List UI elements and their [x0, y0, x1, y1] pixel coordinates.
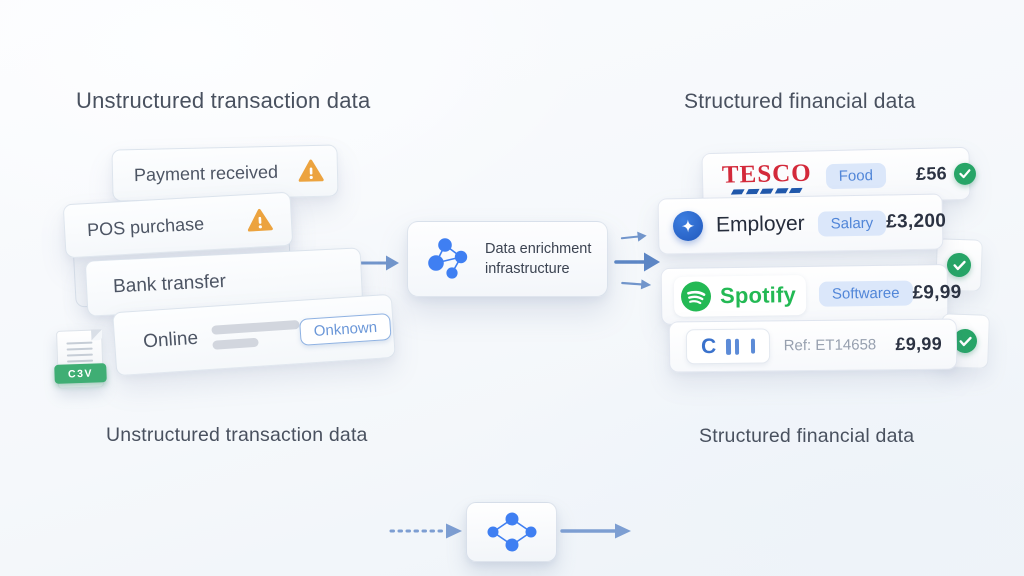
merchant-name: Spotify [719, 281, 797, 308]
bar-icon [751, 338, 755, 354]
network-icon [487, 512, 536, 552]
bank-logo-chip: C [685, 328, 770, 365]
category-badge: Food [825, 162, 887, 190]
check-icon [953, 162, 977, 185]
dotted-arrow-icon [388, 521, 464, 546]
arrow-right-icon [357, 252, 399, 279]
category-badge: Softwaree [818, 280, 913, 307]
bar-icon [726, 338, 731, 355]
enrichment-box: Data enrichment infrastructure [407, 221, 608, 297]
merchant-name: Employer [715, 211, 805, 237]
arrow-right-icon [560, 521, 632, 546]
reference-number: Ref: ET14658 [783, 336, 877, 355]
logo-letter: C [700, 335, 717, 359]
arrow-right-icon [620, 276, 652, 297]
bar-icon [734, 338, 740, 355]
amount: £56 [915, 163, 948, 185]
amount: £3,200 [886, 210, 947, 233]
bottom-right-label: Structured financial data [699, 425, 915, 447]
top-left-title: Unstructured transaction data [76, 88, 371, 113]
transaction-card-payment: Payment received [111, 144, 339, 202]
tesco-dashes [731, 187, 803, 194]
top-right-title: Structured financial data [684, 90, 916, 113]
enrichment-label: Data enrichment infrastructure [485, 240, 592, 277]
amount: £9,99 [895, 333, 943, 355]
amount: £9,99 [912, 281, 962, 303]
financial-row-spotify: Spotify Softwaree £9,99 [660, 263, 962, 326]
category-badge: Salary [817, 210, 887, 237]
verified-card [940, 313, 990, 369]
file-type-label: C3V [54, 363, 107, 384]
card-label: Payment received [133, 161, 279, 185]
warning-icon [298, 159, 325, 184]
csv-file-icon: C3V [54, 329, 107, 389]
warning-icon [246, 208, 273, 233]
spotify-icon [681, 281, 712, 312]
financial-row-reference: C Ref: ET14658 £9,99 [668, 318, 958, 373]
sparkle-icon [672, 210, 704, 242]
transaction-card-pos: POS purchase [62, 191, 294, 259]
check-icon [952, 328, 978, 354]
verified-card [935, 238, 983, 292]
status-badge: Onknown [298, 312, 392, 346]
tesco-logo: TESCO [721, 159, 812, 194]
bottom-left-label: Unstructured transaction data [106, 424, 368, 446]
placeholder-bars [211, 319, 300, 350]
enrichment-mini-box [466, 502, 557, 562]
financial-row-tesco: TESCO Food £56 [701, 146, 977, 207]
network-icon [424, 236, 474, 282]
card-label: POS purchase [86, 213, 205, 240]
arrow-right-icon [620, 229, 648, 251]
check-icon [946, 252, 972, 278]
page-fold [90, 329, 103, 341]
merchant-name: TESCO [721, 159, 812, 189]
card-label: Online [142, 327, 199, 353]
financial-row-employer: Employer Salary £3,200 [657, 193, 947, 255]
arrow-right-icon [614, 249, 660, 280]
spotify-logo: Spotify [673, 274, 807, 317]
card-label: Bank transfer [112, 270, 227, 298]
